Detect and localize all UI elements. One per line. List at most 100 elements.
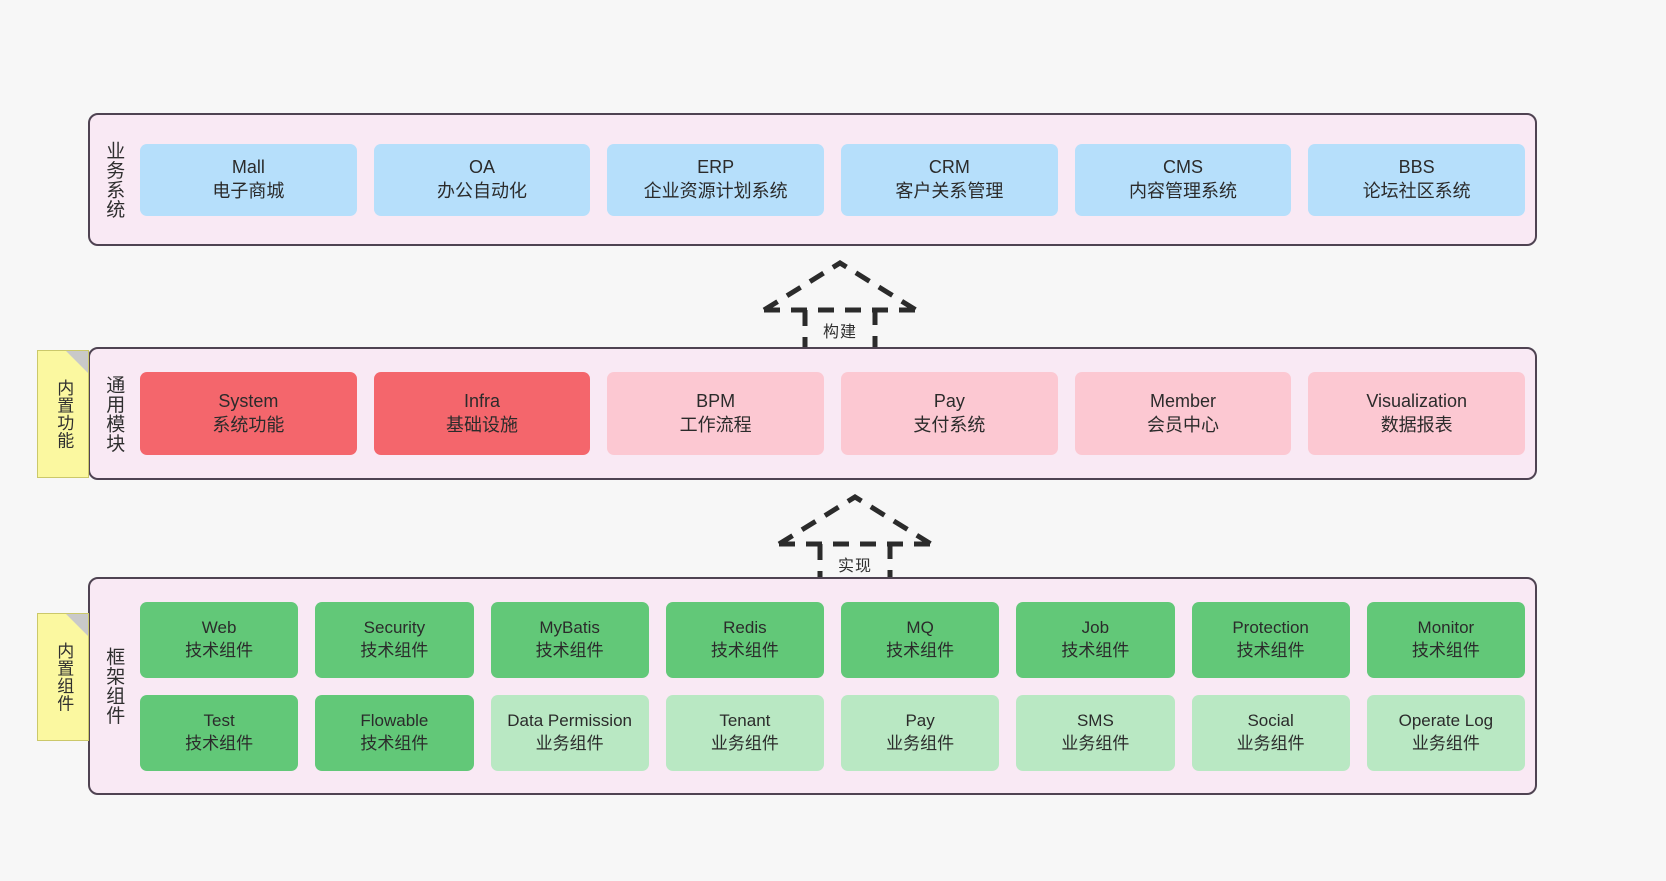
card-test[interactable]: Test 技术组件	[140, 694, 299, 771]
card-social[interactable]: Social 业务组件	[1191, 694, 1350, 771]
card-bpm[interactable]: BPM 工作流程	[607, 372, 825, 455]
card-title: Member	[1150, 391, 1217, 412]
card-subtitle: 技术组件	[710, 640, 779, 660]
card-title: Monitor	[1417, 618, 1475, 638]
card-subtitle: 技术组件	[886, 640, 955, 660]
card-row: Web 技术组件 Security 技术组件 MyBatis 技术组件 Redi…	[140, 601, 1525, 678]
card-subtitle: 业务组件	[1236, 733, 1305, 753]
card-title: Protection	[1232, 618, 1309, 638]
card-title: Web	[201, 618, 237, 638]
arrow-label-implement: 实现	[837, 558, 872, 575]
layer-business-system: 业务系统 Mall 电子商城 OA 办公自动化 ERP 企业资源计划系统 CRM…	[88, 113, 1537, 246]
note-label: 内置组件	[54, 642, 74, 712]
note-label: 内置功能	[54, 379, 74, 449]
card-sms[interactable]: SMS 业务组件	[1016, 694, 1175, 771]
layer-common-module: 通用模块 System 系统功能 Infra 基础设施 BPM 工作流程 Pay…	[88, 347, 1537, 480]
arrow-label-build: 构建	[822, 324, 857, 341]
card-subtitle: 技术组件	[535, 640, 604, 660]
card-cms[interactable]: CMS 内容管理系统	[1074, 143, 1292, 216]
card-subtitle: 客户关系管理	[895, 180, 1004, 201]
card-title: Flowable	[360, 711, 429, 731]
card-subtitle: 技术组件	[185, 640, 254, 660]
card-tenant[interactable]: Tenant 业务组件	[665, 694, 824, 771]
card-monitor[interactable]: Monitor 技术组件	[1366, 601, 1525, 678]
card-title: Security	[363, 618, 426, 638]
layer-body-framework: Web 技术组件 Security 技术组件 MyBatis 技术组件 Redi…	[136, 579, 1535, 793]
card-subtitle: 业务组件	[710, 733, 779, 753]
card-system[interactable]: System 系统功能	[140, 372, 357, 455]
card-title: CRM	[928, 157, 970, 178]
card-web[interactable]: Web 技术组件	[140, 601, 299, 678]
card-title: ERP	[697, 157, 735, 178]
card-mybatis[interactable]: MyBatis 技术组件	[490, 601, 649, 678]
card-subtitle: 技术组件	[360, 640, 429, 660]
card-row: Mall 电子商城 OA 办公自动化 ERP 企业资源计划系统 CRM 客户关系…	[140, 143, 1526, 216]
card-title: MQ	[906, 618, 934, 638]
card-title: Mall	[231, 157, 265, 178]
card-protection[interactable]: Protection 技术组件	[1191, 601, 1350, 678]
note-builtin-function: 内置功能	[37, 350, 89, 478]
card-title: MyBatis	[539, 618, 600, 638]
card-title: Data Permission	[507, 711, 632, 731]
card-subtitle: 内容管理系统	[1129, 180, 1238, 201]
card-title: OA	[469, 157, 496, 178]
card-subtitle: 电子商城	[212, 180, 285, 201]
card-title: Visualization	[1366, 391, 1468, 412]
card-subtitle: 技术组件	[1411, 640, 1480, 660]
card-infra[interactable]: Infra 基础设施	[373, 372, 591, 455]
card-title: Test	[203, 711, 235, 731]
card-pay[interactable]: Pay 支付系统	[841, 372, 1058, 455]
card-flowable[interactable]: Flowable 技术组件	[315, 694, 474, 771]
card-title: CMS	[1163, 157, 1204, 178]
card-subtitle: 业务组件	[886, 733, 955, 753]
card-oa[interactable]: OA 办公自动化	[373, 143, 591, 216]
note-builtin-component: 内置组件	[37, 613, 89, 741]
card-subtitle: 技术组件	[185, 733, 254, 753]
card-subtitle: 会员中心	[1147, 414, 1220, 435]
layer-framework-component: 框架组件 Web 技术组件 Security 技术组件 MyBatis 技术组件…	[88, 577, 1537, 795]
card-data-permission[interactable]: Data Permission 业务组件	[490, 694, 649, 771]
generalization-arrow-icon	[777, 494, 933, 587]
card-subtitle: 办公自动化	[437, 180, 527, 201]
card-title: Tenant	[719, 711, 771, 731]
card-subtitle: 论坛社区系统	[1362, 180, 1471, 201]
card-title: Social	[1247, 711, 1294, 731]
layer-title-framework: 框架组件	[103, 647, 125, 725]
card-subtitle: 业务组件	[1061, 733, 1130, 753]
card-subtitle: 基础设施	[446, 414, 518, 435]
layer-title-business: 业务系统	[103, 140, 125, 219]
card-operate-log[interactable]: Operate Log 业务组件	[1366, 694, 1525, 771]
card-security[interactable]: Security 技术组件	[315, 601, 474, 678]
card-title: Pay	[933, 391, 965, 412]
arrow-build: 构建	[750, 258, 930, 356]
card-bbs[interactable]: BBS 论坛社区系统	[1308, 143, 1526, 216]
card-visualization[interactable]: Visualization 数据报表	[1308, 372, 1526, 455]
card-mq[interactable]: MQ 技术组件	[841, 601, 1000, 678]
note-fold-icon	[66, 614, 88, 636]
card-title: Redis	[723, 618, 767, 638]
generalization-arrow-icon	[762, 260, 918, 353]
card-title: BPM	[696, 391, 736, 412]
card-row: System 系统功能 Infra 基础设施 BPM 工作流程 Pay 支付系统…	[140, 372, 1526, 455]
card-redis[interactable]: Redis 技术组件	[665, 601, 824, 678]
card-title: BBS	[1398, 157, 1435, 178]
card-pay-business[interactable]: Pay 业务组件	[841, 694, 1000, 771]
layer-body-common: System 系统功能 Infra 基础设施 BPM 工作流程 Pay 支付系统…	[136, 349, 1535, 478]
card-erp[interactable]: ERP 企业资源计划系统	[607, 143, 825, 216]
layer-body-business: Mall 电子商城 OA 办公自动化 ERP 企业资源计划系统 CRM 客户关系…	[136, 115, 1535, 244]
card-mall[interactable]: Mall 电子商城	[140, 143, 357, 216]
card-title: Infra	[463, 391, 501, 412]
card-subtitle: 技术组件	[1236, 640, 1305, 660]
card-subtitle: 企业资源计划系统	[643, 180, 788, 201]
card-row: Test 技术组件 Flowable 技术组件 Data Permission …	[140, 694, 1525, 771]
card-job[interactable]: Job 技术组件	[1016, 601, 1175, 678]
card-crm[interactable]: CRM 客户关系管理	[841, 143, 1058, 216]
card-title: Pay	[905, 711, 935, 731]
card-subtitle: 支付系统	[913, 414, 986, 435]
arrow-implement: 实现	[765, 492, 945, 590]
card-subtitle: 技术组件	[360, 733, 429, 753]
card-member[interactable]: Member 会员中心	[1074, 372, 1292, 455]
card-subtitle: 技术组件	[1061, 640, 1130, 660]
card-subtitle: 业务组件	[535, 733, 604, 753]
